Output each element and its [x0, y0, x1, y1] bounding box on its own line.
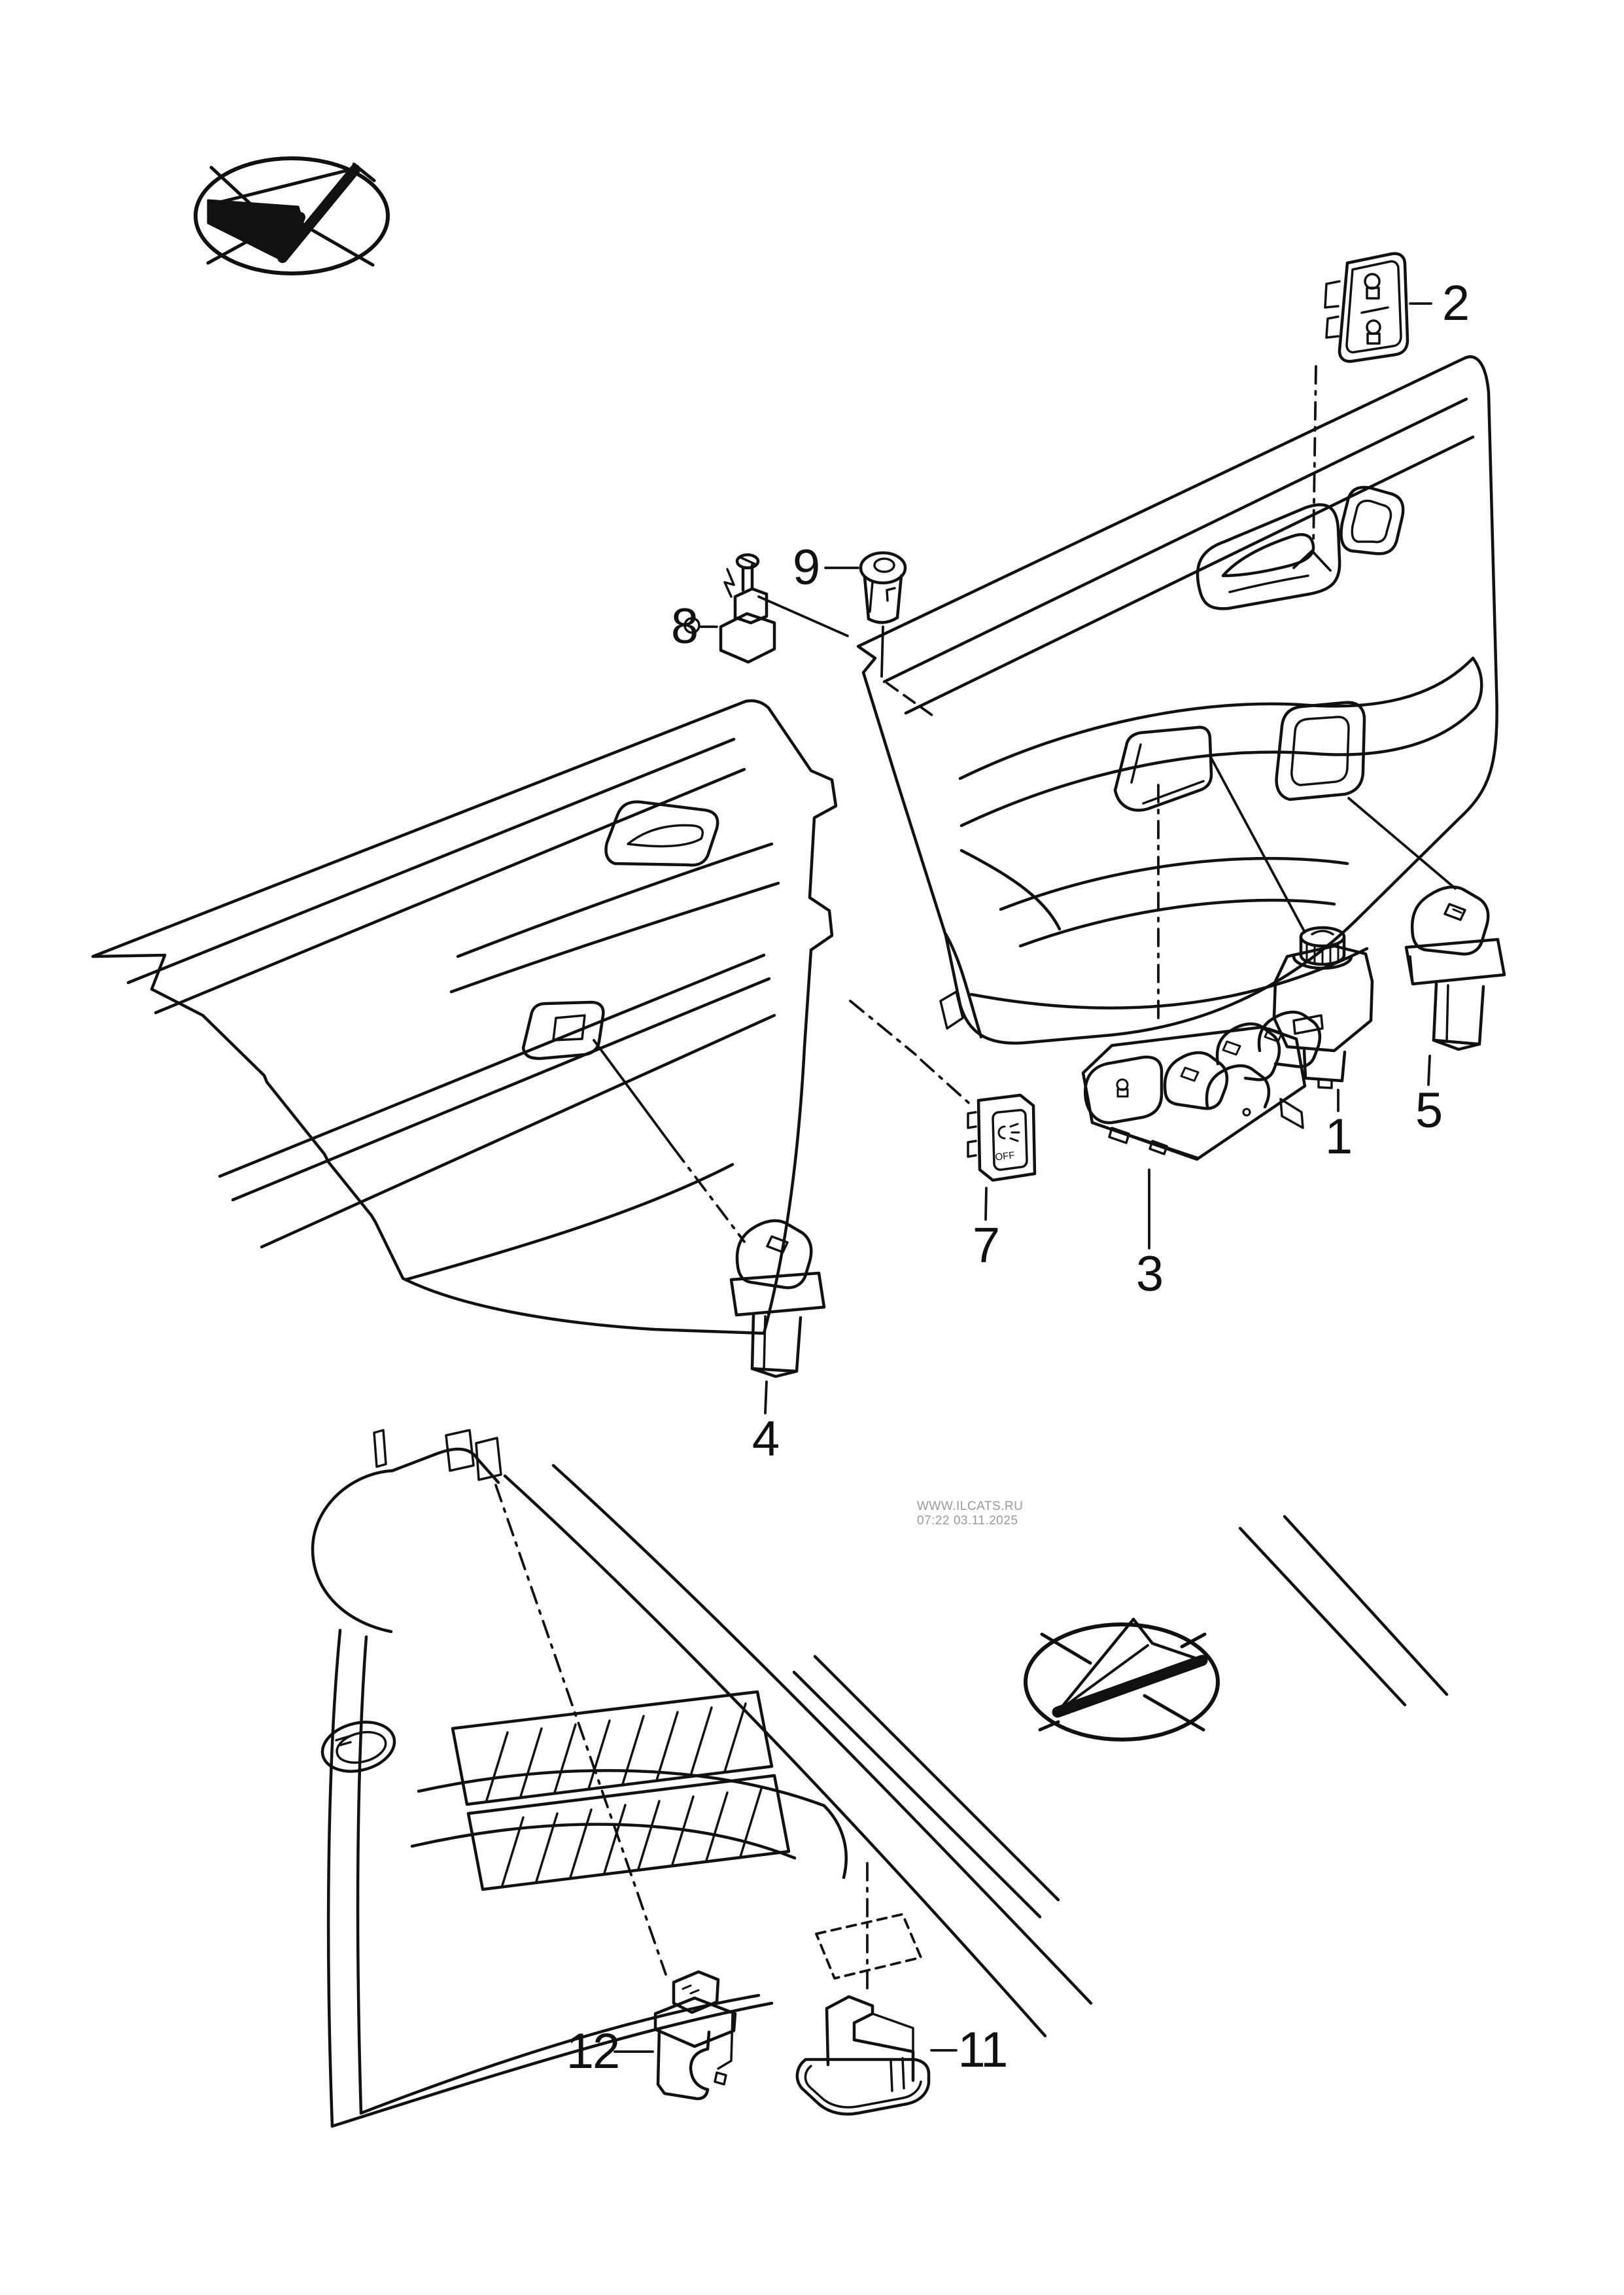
rear-door-trim-panel: [91, 699, 838, 1335]
vent-grille: [451, 1690, 791, 1891]
callout-4[interactable]: 4: [752, 1411, 780, 1467]
mirror-adjustment-switch-part: [1272, 926, 1374, 1089]
callout-2[interactable]: 2: [1442, 275, 1470, 331]
luggage-switch-part: [653, 1970, 737, 2101]
window-icon: [1443, 903, 1466, 921]
padlock-closed-icon: [1366, 319, 1381, 345]
callout-1[interactable]: 1: [1324, 1109, 1353, 1165]
window-icon: [1180, 1027, 1283, 1082]
off-switch-label: OFF: [995, 1150, 1016, 1163]
callout-11[interactable]: 11: [958, 2022, 1009, 2078]
window-icon: [766, 1235, 789, 1253]
callout-9[interactable]: 9: [792, 540, 820, 595]
padlock-open-icon: [1364, 273, 1381, 300]
passenger-window-switch-part: [1404, 885, 1506, 1051]
cap-part: [795, 1995, 931, 2116]
brand-logo-icon: [194, 156, 390, 275]
callout-7[interactable]: 7: [972, 1218, 1000, 1273]
brand-logo-icon: [1024, 1617, 1220, 1742]
driver-window-switch-bank-part: [1081, 1010, 1322, 1161]
reference-lines: [494, 302, 1457, 2053]
site-watermark: WWW.ILCATS.RU 07:22 03.11.2025: [917, 1499, 1023, 1528]
callout-12[interactable]: 12: [566, 2023, 621, 2079]
watermark-date: 07:22 03.11.2025: [917, 1514, 1018, 1528]
handle-cup: [320, 1721, 396, 1773]
callout-3[interactable]: 3: [1135, 1246, 1164, 1302]
rear-window-switch-part: [729, 1219, 826, 1378]
callout-5[interactable]: 5: [1415, 1083, 1443, 1138]
central-locking-switch-part: [1324, 252, 1409, 363]
headlight-icon: [997, 1123, 1020, 1142]
callout-8[interactable]: 8: [670, 599, 699, 654]
grommet-part: [859, 551, 907, 624]
watermark-url: WWW.ILCATS.RU: [917, 1499, 1024, 1513]
front-door-trim-panel: [856, 355, 1498, 1045]
padlock-icon: [1116, 1078, 1129, 1098]
luggage-trim-panel: [311, 1429, 1449, 2128]
retaining-clip-part: [683, 553, 776, 664]
monitoring-off-switch-part: OFF: [967, 1093, 1037, 1182]
